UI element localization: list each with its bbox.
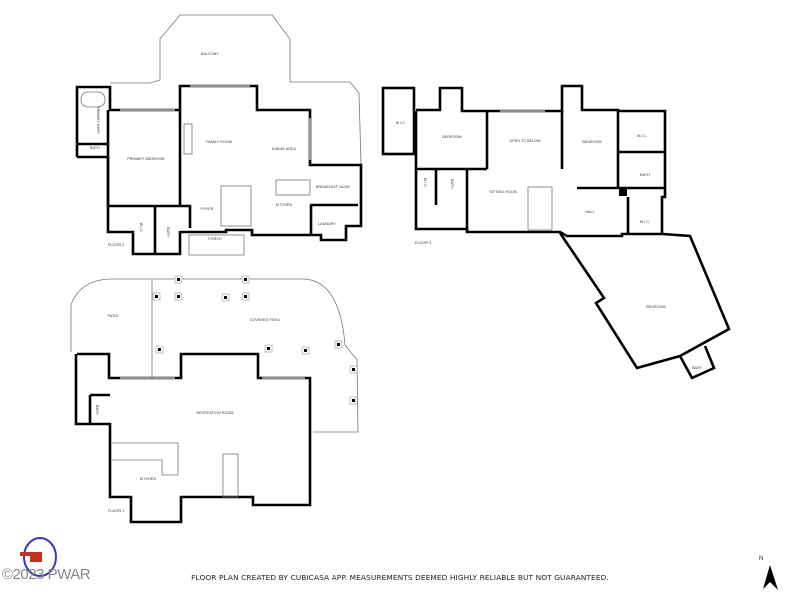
room-label-open-to-below: OPEN TO BELOW (509, 139, 541, 143)
kitchen-island (275, 179, 311, 196)
room-label-kitchen: KITCHEN (140, 477, 157, 481)
wic-closet-wall (381, 86, 416, 156)
room-label-breakfast-nook: BREAKFAST NOOK (316, 185, 351, 189)
floor-3-plan: W.I.C. BEDROOM OPEN TO BELOW BEDROOM W.I… (381, 84, 731, 380)
room-label-wic-right: W.I.C. (637, 134, 647, 138)
room-label-bath: BATH (90, 146, 100, 150)
room-label-bedroom-left: BEDROOM (442, 135, 461, 139)
floor-3-exterior-wall (414, 84, 667, 238)
staircase (220, 185, 252, 227)
room-label-bath-small: BATH (450, 179, 454, 189)
watermark-logo (20, 537, 57, 577)
north-arrow-icon (763, 565, 778, 590)
fireplace (183, 123, 193, 155)
room-label-sitting-room: SITTING ROOM (489, 190, 517, 194)
room-label-kitchen: KITCHEN (276, 203, 293, 207)
bath-wall (678, 345, 716, 380)
patio-posts (152, 275, 358, 405)
floor-2-plan: BALCONY PRIMARY BATH BATH PRIMARY BEDROO… (75, 14, 363, 256)
room-label-dining-area: DINING AREA (272, 147, 297, 151)
room-label-wic-left: W.I.C. (396, 121, 406, 125)
floor-1-label: FLOOR 1 (108, 509, 124, 513)
patio-outline (70, 278, 359, 433)
interior-wall (180, 204, 192, 228)
room-label-hall: HALL (585, 210, 594, 214)
staircase (222, 453, 239, 498)
room-label-laundry: LAUNDRY (318, 222, 336, 226)
room-label-bath: BATH (95, 405, 99, 415)
floor-2-label: FLOOR 2 (108, 243, 124, 247)
room-label-wic-hall: W.I.C. (640, 220, 650, 224)
balcony-outline (110, 14, 362, 166)
room-label-wic-small: W.I.C. (423, 178, 427, 188)
floor-3-label: FLOOR 3 (415, 241, 431, 245)
porch-outline (188, 234, 245, 256)
room-label-primary-bath: PRIMARY BATH (96, 106, 100, 134)
room-label-porch: PORCH (208, 237, 222, 241)
room-label-balcony: BALCONY (201, 52, 219, 56)
room-label-foyer: FOYER (201, 207, 214, 211)
room-label-recreation-room: RECREATION ROOM (197, 411, 234, 415)
column (619, 188, 627, 196)
bathtub (80, 91, 106, 108)
room-label-bath-right: BATH (640, 173, 650, 177)
room-label-primary-bedroom: PRIMARY BEDROOM (127, 157, 164, 161)
room-label-patio: PATIO (108, 314, 119, 318)
room-label-family-room: FAMILY ROOM (206, 140, 232, 144)
floor-1-plan: PATIO COVERED PATIO RECREATION ROOM BATH… (70, 275, 359, 524)
staircase (527, 186, 553, 231)
floor-1-exterior-wall (74, 352, 312, 524)
bedroom-big-wall (558, 232, 731, 370)
room-label-bedroom-right: BEDROOM (582, 140, 601, 144)
north-label: N (759, 556, 764, 562)
footer-disclaimer: FLOOR PLAN CREATED BY CUBICASA APP. MEAS… (191, 573, 609, 582)
room-label-covered-patio: COVERED PATIO (250, 318, 280, 322)
copyright-watermark: ©2023 PWAR (2, 566, 91, 583)
room-label-wic: W.I.C. (139, 223, 143, 233)
room-label-bath-big: BATH (692, 366, 702, 370)
room-label-bedroom-big: BEDROOM (646, 305, 665, 309)
room-label-bath-2: BATH (166, 227, 170, 237)
kitchen-counter (112, 442, 179, 476)
floor-2-exterior-wall (75, 84, 363, 256)
